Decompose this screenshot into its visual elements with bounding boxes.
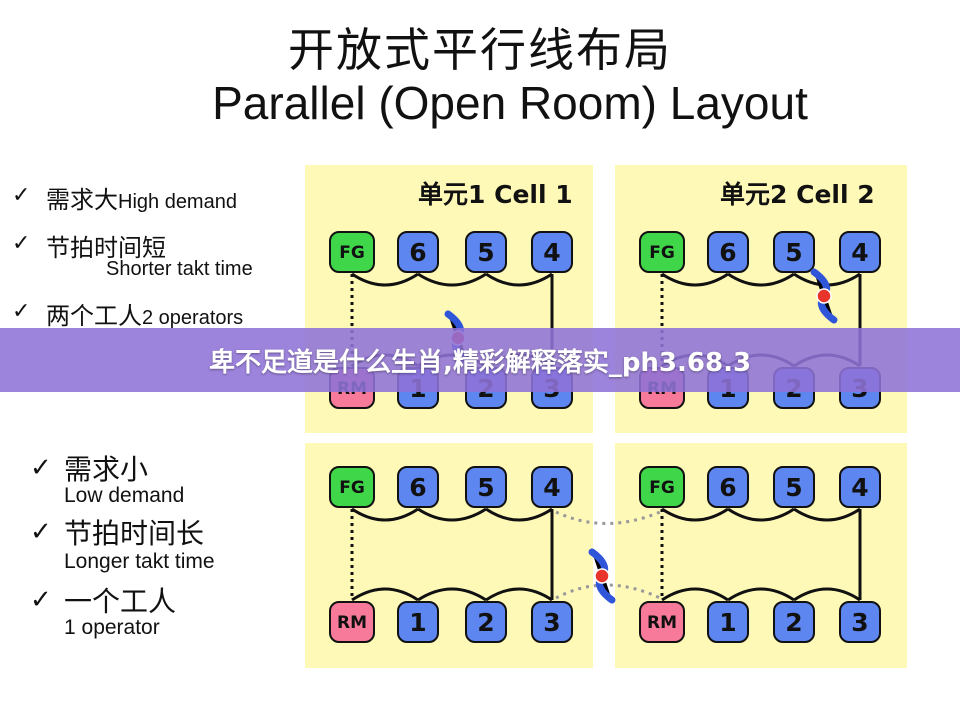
bullet-en: 1 operator	[64, 616, 160, 639]
station-fg-text: FG	[339, 478, 365, 498]
station-5	[773, 466, 815, 508]
flow-arcs	[661, 587, 861, 602]
station-fg-text: FG	[339, 243, 365, 263]
bullet-cn: 需求小	[64, 453, 149, 486]
bullet-cn: 两个工人2 operators	[46, 302, 244, 330]
station-4	[839, 231, 881, 273]
station-2-text: 2	[477, 608, 494, 637]
bullet-en: Longer takt time	[64, 550, 215, 573]
station-2-text: 2	[785, 608, 802, 637]
check-icon: ✓	[30, 516, 52, 546]
station-rm	[639, 601, 685, 643]
station-6-text: 6	[409, 473, 426, 502]
check-icon: ✓	[12, 182, 31, 207]
station-rm-text: RM	[337, 613, 367, 633]
station-5	[465, 231, 507, 273]
station-6-text: 6	[409, 238, 426, 267]
flow-arcs	[351, 507, 553, 522]
station-4	[839, 466, 881, 508]
station-4-text: 4	[851, 473, 868, 502]
cell1-label: 单元1 Cell 1	[418, 180, 573, 209]
bullet-cn: 节拍时间短	[46, 234, 166, 262]
bullet-en: High demand	[118, 191, 237, 213]
flow-arcs	[661, 507, 861, 522]
station-4	[531, 466, 573, 508]
station-3-text: 3	[851, 608, 868, 637]
cell2-label: 单元2 Cell 2	[720, 180, 875, 209]
bullet-en: 2 operators	[142, 307, 244, 329]
station-1	[707, 601, 749, 643]
station-1-text: 1	[719, 608, 736, 637]
title-chinese: 开放式平行线布局	[288, 23, 672, 77]
station-3	[839, 601, 881, 643]
station-5-text: 5	[477, 473, 494, 502]
station-rm	[329, 601, 375, 643]
station-4-text: 4	[543, 473, 560, 502]
check-icon: ✓	[12, 298, 31, 323]
station-6	[707, 466, 749, 508]
flow-arcs	[351, 272, 553, 287]
bullet-en: Shorter takt time	[106, 258, 253, 280]
station-1-text: 1	[409, 608, 426, 637]
station-6-text: 6	[719, 238, 736, 267]
station-5	[465, 466, 507, 508]
station-fg-text: FG	[649, 243, 675, 263]
station-rm-text: RM	[647, 613, 677, 633]
station-fg	[639, 466, 685, 508]
station-3	[531, 601, 573, 643]
title-english: Parallel (Open Room) Layout	[212, 77, 808, 129]
station-6	[397, 466, 439, 508]
station-6-text: 6	[719, 473, 736, 502]
bullet-cn: 一个工人	[64, 585, 177, 618]
station-1	[397, 601, 439, 643]
station-4	[531, 231, 573, 273]
station-5-text: 5	[785, 238, 802, 267]
station-fg-text: FG	[649, 478, 675, 498]
station-fg	[329, 466, 375, 508]
station-fg	[639, 231, 685, 273]
station-2	[465, 601, 507, 643]
station-4-text: 4	[543, 238, 560, 267]
station-2	[773, 601, 815, 643]
bullet-en: Low demand	[64, 484, 185, 507]
flow-arcs	[351, 587, 553, 602]
station-fg	[329, 231, 375, 273]
station-5-text: 5	[477, 238, 494, 267]
station-6	[397, 231, 439, 273]
bullet-cn: 节拍时间长	[64, 517, 205, 550]
station-5	[773, 231, 815, 273]
station-5-text: 5	[785, 473, 802, 502]
overlay-banner: 卑不足道是什么生肖,精彩解释落实_ph3.68.3	[0, 328, 960, 392]
operator-shared-icon	[594, 568, 610, 584]
station-4-text: 4	[851, 238, 868, 267]
check-icon: ✓	[12, 230, 31, 255]
bullet-cn: 需求大High demand	[46, 186, 237, 214]
check-icon: ✓	[30, 452, 52, 482]
station-6	[707, 231, 749, 273]
operator-cell2-icon	[816, 288, 832, 304]
station-3-text: 3	[543, 608, 560, 637]
check-icon: ✓	[30, 584, 52, 614]
